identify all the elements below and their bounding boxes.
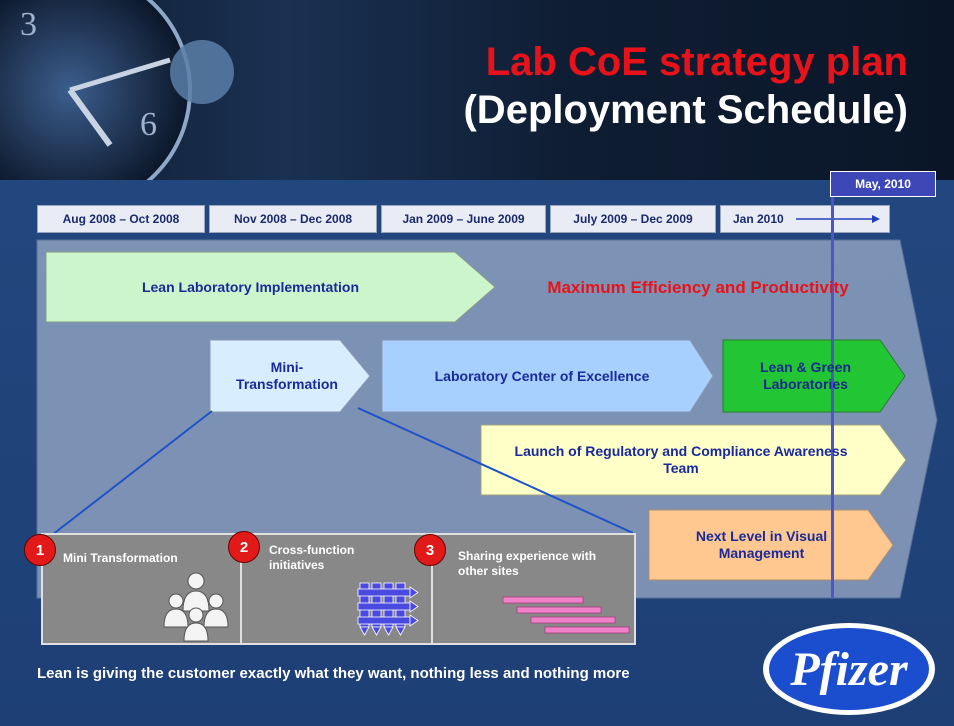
pfizer-logo: Pfizer	[763, 623, 935, 715]
period-4: July 2009 – Dec 2009	[550, 205, 716, 233]
period-1: Aug 2008 – Oct 2008	[37, 205, 205, 233]
visual-mgmt-label: Next Level in Visual Management	[695, 528, 828, 561]
panel-cross-function: Cross-function initiatives	[240, 533, 433, 645]
panel-sharing-experience: Sharing experience with other sites	[431, 533, 636, 645]
svg-text:3: 3	[20, 6, 37, 43]
lean-quote: Lean is giving the customer exactly what…	[37, 665, 630, 682]
arrows-grid-icon	[357, 582, 419, 636]
mini-transformation-arrow	[209, 339, 371, 413]
panel-3-label: Sharing experience with other sites	[458, 549, 597, 578]
badge-1: 1	[24, 534, 56, 566]
may-2010-marker: May, 2010	[830, 171, 936, 197]
period-3: Jan 2009 – June 2009	[381, 205, 546, 233]
regulatory-label: Launch of Regulatory and Compliance Awar…	[514, 443, 848, 476]
lean-impl-arrow	[45, 251, 496, 323]
may-2010-marker-line	[831, 197, 834, 599]
period-5: Jan 2010	[720, 205, 890, 233]
connector-right	[357, 407, 634, 534]
lab-coe-label: Laboratory Center of Excellence	[434, 367, 650, 384]
regulatory-arrow	[480, 424, 907, 496]
clock-icon: 3 6	[0, 0, 234, 180]
title-line-1: Lab CoE strategy plan	[485, 40, 908, 84]
connector-left	[51, 410, 213, 536]
period-2: Nov 2008 – Dec 2008	[209, 205, 377, 233]
panel-1-label: Mini Transformation	[63, 551, 178, 565]
lab-coe-arrow	[381, 339, 714, 413]
panel-mini-transformation: Mini Transformation	[41, 533, 242, 645]
badge-2: 2	[228, 531, 260, 563]
panel-2-label: Cross-function initiatives	[269, 543, 355, 572]
period-5-label: Jan 2010	[733, 212, 784, 226]
people-group-icon	[163, 572, 229, 642]
max-efficiency-label: Maximum Efficiency and Productivity	[547, 277, 849, 297]
staggered-bars-icon	[502, 596, 630, 634]
title-line-2: (Deployment Schedule)	[463, 88, 908, 132]
lean-green-arrow	[722, 339, 906, 413]
lean-impl-label: Lean Laboratory Implementation	[141, 278, 360, 295]
badge-3: 3	[414, 534, 446, 566]
mini-transformation-label: Mini-Transformation	[236, 359, 338, 392]
pfizer-logo-text: Pfizer	[789, 643, 909, 696]
header-banner: 3 6 Lab CoE strategy plan (Deployment Sc…	[0, 0, 954, 180]
svg-text:6: 6	[140, 106, 157, 143]
lean-green-label: Lean & Green Laboratories	[759, 359, 852, 392]
